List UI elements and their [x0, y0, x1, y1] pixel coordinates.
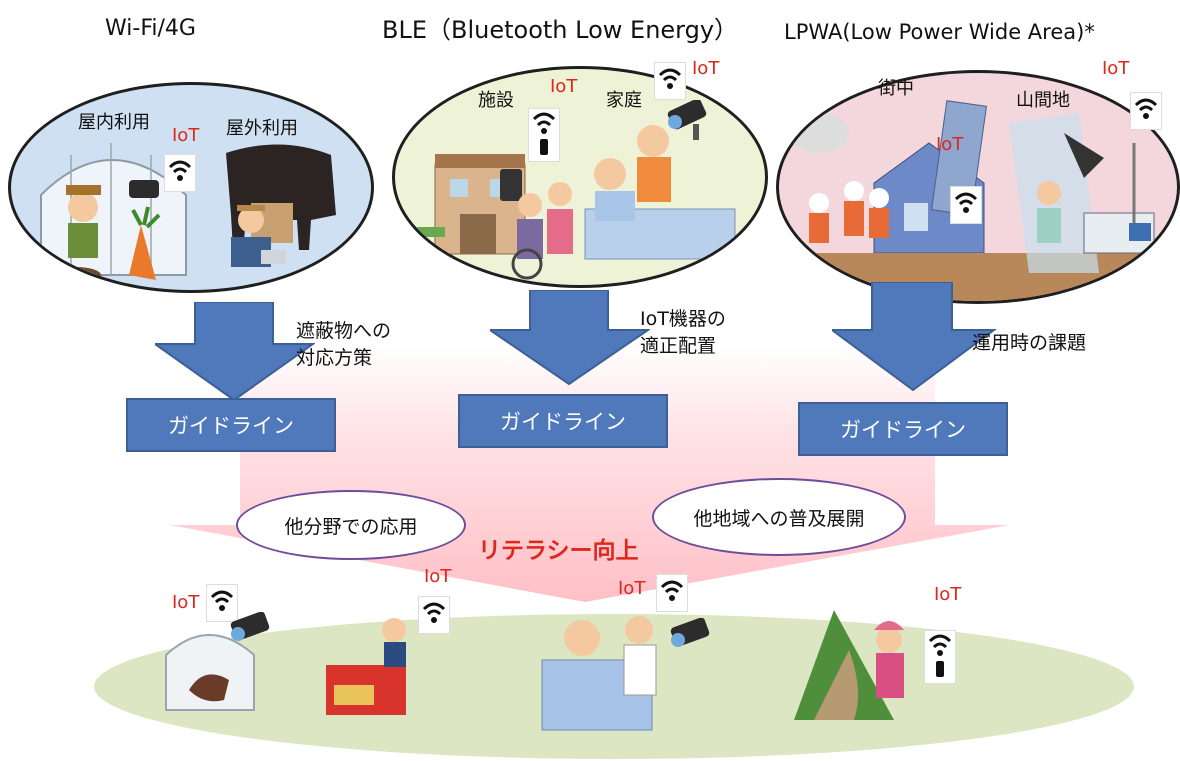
header-ble: BLE（Bluetooth Low Energy） — [382, 16, 739, 44]
bottom-iot-label-2: IoT — [424, 566, 452, 587]
scene-lpwa-oval — [776, 70, 1180, 304]
header-lpwa: LPWA(Low Power Wide Area)* — [784, 20, 1095, 44]
applications-illustration — [165, 610, 904, 731]
application-other-fields: 他分野での応用 — [236, 490, 466, 560]
scene3-right-label: 山間地 — [1016, 90, 1070, 111]
scene1-left-label: 屋内利用 — [78, 112, 150, 133]
application-other-regions: 他地域への普及展開 — [652, 478, 906, 556]
down-arrow-3 — [832, 282, 997, 392]
scene2-iot-label-1: IoT — [550, 76, 578, 97]
camera-icon — [228, 612, 276, 652]
wifi-icon — [164, 154, 196, 192]
wifi-icon — [654, 62, 686, 100]
scene2-iot-label-2: IoT — [692, 58, 720, 79]
down-arrow-1 — [155, 302, 315, 402]
note-operation: 運用時の課題 — [972, 332, 1087, 354]
literacy-improvement: リテラシー向上 — [478, 538, 639, 564]
guideline-box-1: ガイドライン — [126, 398, 336, 452]
wifi-icon — [950, 186, 982, 224]
scene-ble-oval — [392, 66, 768, 288]
bluetooth-tag-icon — [924, 630, 956, 684]
note-shielding: 遮蔽物への 対応方策 — [296, 320, 392, 369]
wifi-icon — [1130, 92, 1162, 130]
note-placement: IoT機器の 適正配置 — [640, 308, 726, 357]
scene1-iot-label: IoT — [172, 125, 200, 146]
scene3-left-label: 街中 — [878, 78, 914, 99]
bottom-iot-label-3: IoT — [618, 578, 646, 599]
scene2-left-label: 施設 — [478, 90, 514, 111]
bluetooth-tag-icon — [528, 108, 560, 162]
scene3-iot-label-1: IoT — [1102, 58, 1130, 79]
bottom-iot-label-4: IoT — [934, 584, 962, 605]
farm-illustration — [40, 143, 336, 283]
scene1-right-label: 屋外利用 — [226, 118, 298, 139]
wifi-icon — [206, 584, 238, 622]
guideline-box-3: ガイドライン — [798, 402, 1008, 456]
bottom-iot-label-1: IoT — [172, 592, 200, 613]
down-arrow-2 — [490, 290, 650, 386]
camera-icon — [665, 100, 713, 144]
header-wifi: Wi-Fi/4G — [105, 16, 196, 41]
wifi-icon — [656, 574, 688, 612]
scene3-iot-label-2: IoT — [936, 134, 964, 155]
wifi-icon — [418, 596, 450, 634]
guideline-box-2: ガイドライン — [458, 394, 668, 448]
camera-icon — [668, 618, 716, 658]
scene2-right-label: 家庭 — [606, 90, 642, 111]
care-illustration — [415, 125, 736, 280]
